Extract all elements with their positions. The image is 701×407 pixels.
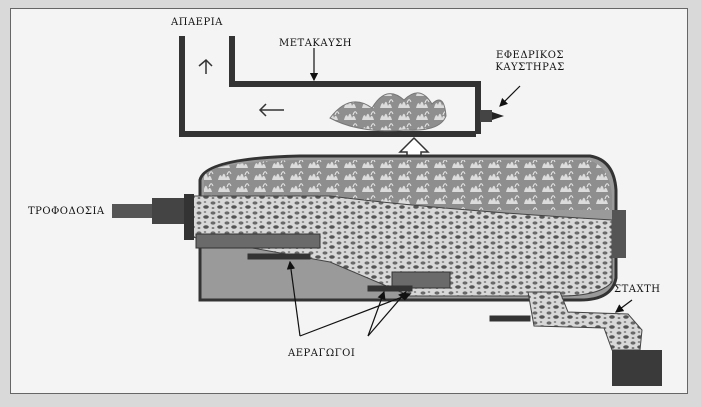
flow-arrow-up [198,58,213,74]
air-duct-pipes [195,233,531,322]
feed-label: ΤΡΟΦΟΔΟΣΙΑ [28,206,105,217]
afterburn-label: ΜΕΤΑΚΑΥΣΗ [279,38,353,49]
kiln-end-cap [612,210,626,258]
ash-label: ΣΤΑΧΤΗ [614,284,661,295]
standby-burner [480,110,504,122]
burner-label-line2: ΚΑΥΣΤΗΡΑΣ [495,62,565,73]
burner-label: ΕΦΕΔΡΙΚΟΣ ΚΑΥΣΤΗΡΑΣ [480,50,580,74]
feed-inlet [112,194,194,240]
ash-discharge [527,291,662,386]
burner-pointer [499,85,521,107]
burner-label-line1: ΕΦΕΔΡΙΚΟΣ [496,50,564,61]
exhaust-label: ΑΠΑΕΡΙΑ [171,17,223,28]
air-duct-pointers [286,260,412,337]
afterburn-flames [329,92,447,132]
air-ducts-label: ΑΕΡΑΓΩΓΟΙ [288,348,356,359]
waste-bed [185,195,613,297]
flow-arrow-left [258,103,284,117]
exhaust-duct [179,36,481,137]
ash-pointer [615,299,633,313]
